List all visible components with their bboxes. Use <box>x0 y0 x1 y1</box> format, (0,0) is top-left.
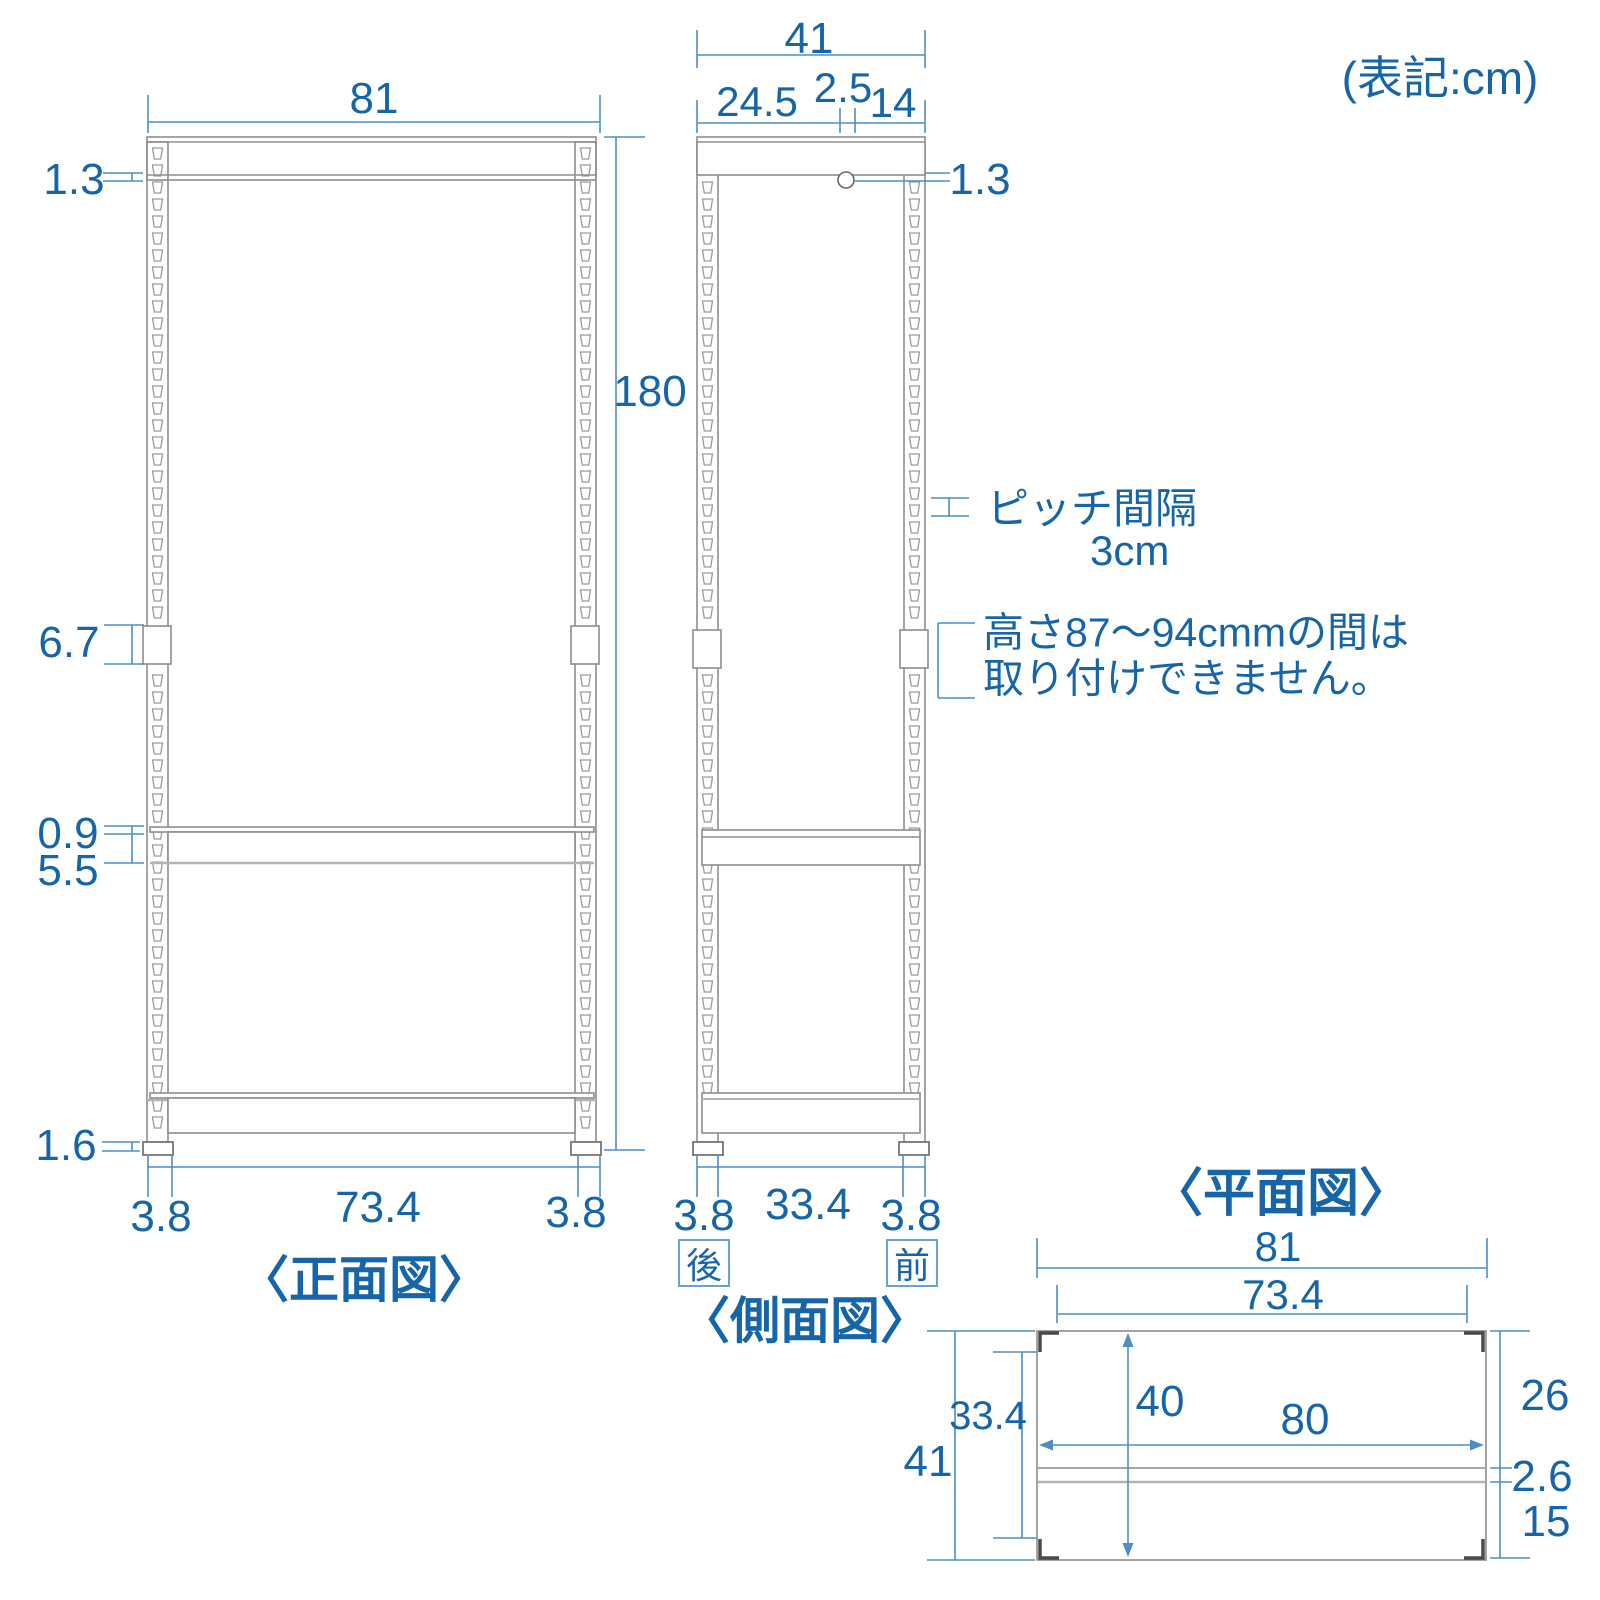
side-view-dimensions <box>696 30 975 1197</box>
side-dim-rear-span: 24.5 <box>716 78 798 125</box>
front-dim-post-right: 3.8 <box>545 1188 607 1237</box>
pitch-note-line2: 3cm <box>1090 527 1170 574</box>
side-dim-top-thickness: 1.3 <box>949 155 1011 204</box>
side-dim-post-rear: 3.8 <box>673 1191 735 1240</box>
front-dim-shelf-apron: 5.5 <box>37 846 99 895</box>
front-dim-joint-sleeve: 6.7 <box>38 618 100 667</box>
front-view-caption: 〈正面図〉 <box>239 1252 489 1308</box>
unit-note: (表記:cm) <box>1341 52 1539 104</box>
front-dim-inner-width: 73.4 <box>335 1183 421 1232</box>
plan-dim-rear-section: 15 <box>1521 1497 1571 1546</box>
plan-dim-inner-depth: 33.4 <box>949 1394 1027 1438</box>
front-dim-foot-height: 1.6 <box>35 1121 97 1170</box>
front-dim-outer-width: 81 <box>349 74 399 123</box>
front-dim-total-height: 180 <box>613 367 687 416</box>
pitch-note-line1: ピッチ間隔 <box>987 485 1198 532</box>
side-dim-inner-depth: 33.4 <box>765 1180 851 1229</box>
plan-dim-front-section: 26 <box>1520 1371 1570 1420</box>
rear-direction-label: 後 <box>685 1245 722 1286</box>
plan-view-dimensions <box>927 1238 1530 1561</box>
front-dim-top-thickness: 1.3 <box>43 155 105 204</box>
front-view-dimensions <box>102 95 645 1197</box>
front-dim-post-left: 3.8 <box>130 1192 192 1241</box>
rear-direction-box: 後 <box>678 1239 730 1287</box>
plan-dim-inner-width: 73.4 <box>1242 1271 1324 1318</box>
plan-view-caption: 〈平面図〉 <box>1150 1165 1412 1223</box>
side-dim-front-span: 14 <box>869 79 917 126</box>
front-dim-shelf-deck: 0.9 <box>37 809 99 858</box>
front-direction-label: 前 <box>893 1245 930 1286</box>
side-dim-pipe-gap: 2.5 <box>813 64 873 111</box>
side-dim-outer-depth: 41 <box>784 14 834 63</box>
plan-dim-pipe-thickness: 2.6 <box>1511 1452 1573 1501</box>
plan-dim-pipe-length: 80 <box>1280 1395 1330 1444</box>
side-view-structure <box>692 136 930 1156</box>
plan-dim-outer-width: 81 <box>1254 1223 1302 1270</box>
side-dim-post-front: 3.8 <box>880 1191 942 1240</box>
install-note-line1: 高さ87〜94cmmの間は <box>983 609 1410 656</box>
front-direction-box: 前 <box>886 1239 938 1287</box>
front-view-structure <box>142 136 602 1156</box>
side-view-caption: 〈側面図〉 <box>680 1293 930 1349</box>
plan-dim-outer-depth: 41 <box>903 1437 953 1486</box>
install-note-line2: 取り付けできません。 <box>983 655 1392 702</box>
plan-dim-pipe-depth-pos: 40 <box>1135 1377 1185 1426</box>
